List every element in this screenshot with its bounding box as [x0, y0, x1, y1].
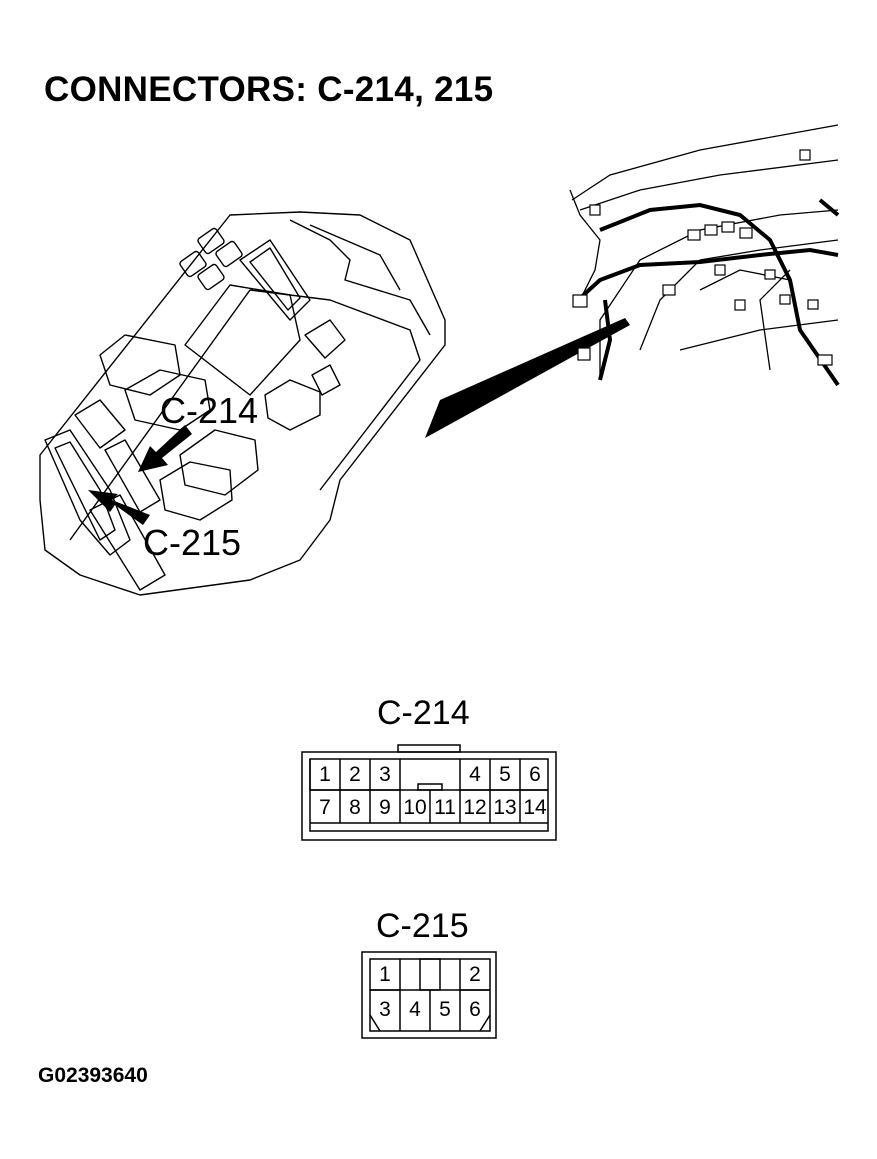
c214-pin-label: 8: [349, 796, 361, 819]
figure-id: G02393640: [38, 1064, 148, 1087]
c215-pin-label: 4: [409, 998, 421, 1021]
c214-pin-label: 11: [434, 796, 456, 819]
diagram-title: CONNECTORS: C-214, 215: [44, 70, 494, 109]
c214-pin-label: 10: [403, 796, 427, 819]
c215-connector-face: [361, 951, 497, 1039]
c214-pin-label: 1: [319, 763, 331, 786]
c215-callout-label: C-215: [143, 522, 242, 563]
c214-connector-face: [301, 744, 557, 841]
c214-callout-label: C-214: [160, 390, 259, 431]
c214-pin-label: 2: [349, 763, 361, 786]
c214-pin-label: 7: [319, 796, 331, 819]
c214-connector-title: C-214: [377, 694, 470, 732]
c214-pin-label: 9: [379, 796, 391, 819]
c215-pin-label: 1: [379, 963, 391, 986]
c214-pin-label: 12: [463, 796, 487, 819]
c214-pin-label: 14: [523, 796, 547, 819]
c215-connector-title: C-215: [376, 907, 469, 945]
c214-pin-label: 4: [469, 763, 481, 786]
c214-pin-label: 3: [379, 763, 391, 786]
c214-pin-label: 6: [529, 763, 541, 786]
c215-pin-label: 3: [379, 998, 391, 1021]
c215-pin-label: 2: [469, 963, 481, 986]
c214-pin-label: 5: [499, 763, 511, 786]
c215-pin-label: 5: [439, 998, 451, 1021]
c215-pin-label: 6: [469, 998, 481, 1021]
c214-pin-label: 13: [493, 796, 517, 819]
